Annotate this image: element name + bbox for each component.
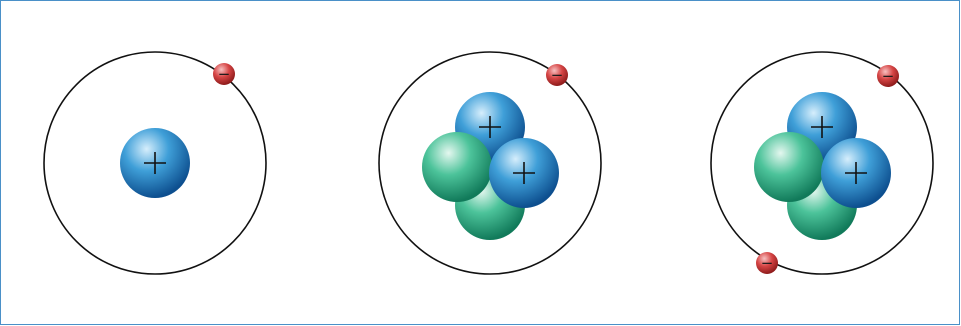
nucleus bbox=[422, 92, 559, 240]
electron-charge-label: − bbox=[218, 65, 231, 83]
nucleus bbox=[120, 128, 190, 198]
electron-charge-label: − bbox=[761, 254, 774, 272]
electron-charge-label: − bbox=[551, 66, 564, 84]
proton bbox=[821, 138, 891, 208]
electron: − bbox=[546, 64, 568, 86]
electron: − bbox=[213, 63, 235, 85]
neutron bbox=[754, 132, 824, 202]
electron: − bbox=[756, 252, 778, 274]
atom-3: −− bbox=[711, 52, 933, 274]
proton bbox=[489, 138, 559, 208]
electron: − bbox=[877, 65, 899, 87]
proton bbox=[120, 128, 190, 198]
atoms-group: −−−− bbox=[44, 52, 933, 274]
nucleus bbox=[754, 92, 891, 240]
atom-2: − bbox=[379, 52, 601, 274]
atom-1: − bbox=[44, 52, 266, 274]
neutron bbox=[422, 132, 492, 202]
electron-charge-label: − bbox=[882, 67, 895, 85]
